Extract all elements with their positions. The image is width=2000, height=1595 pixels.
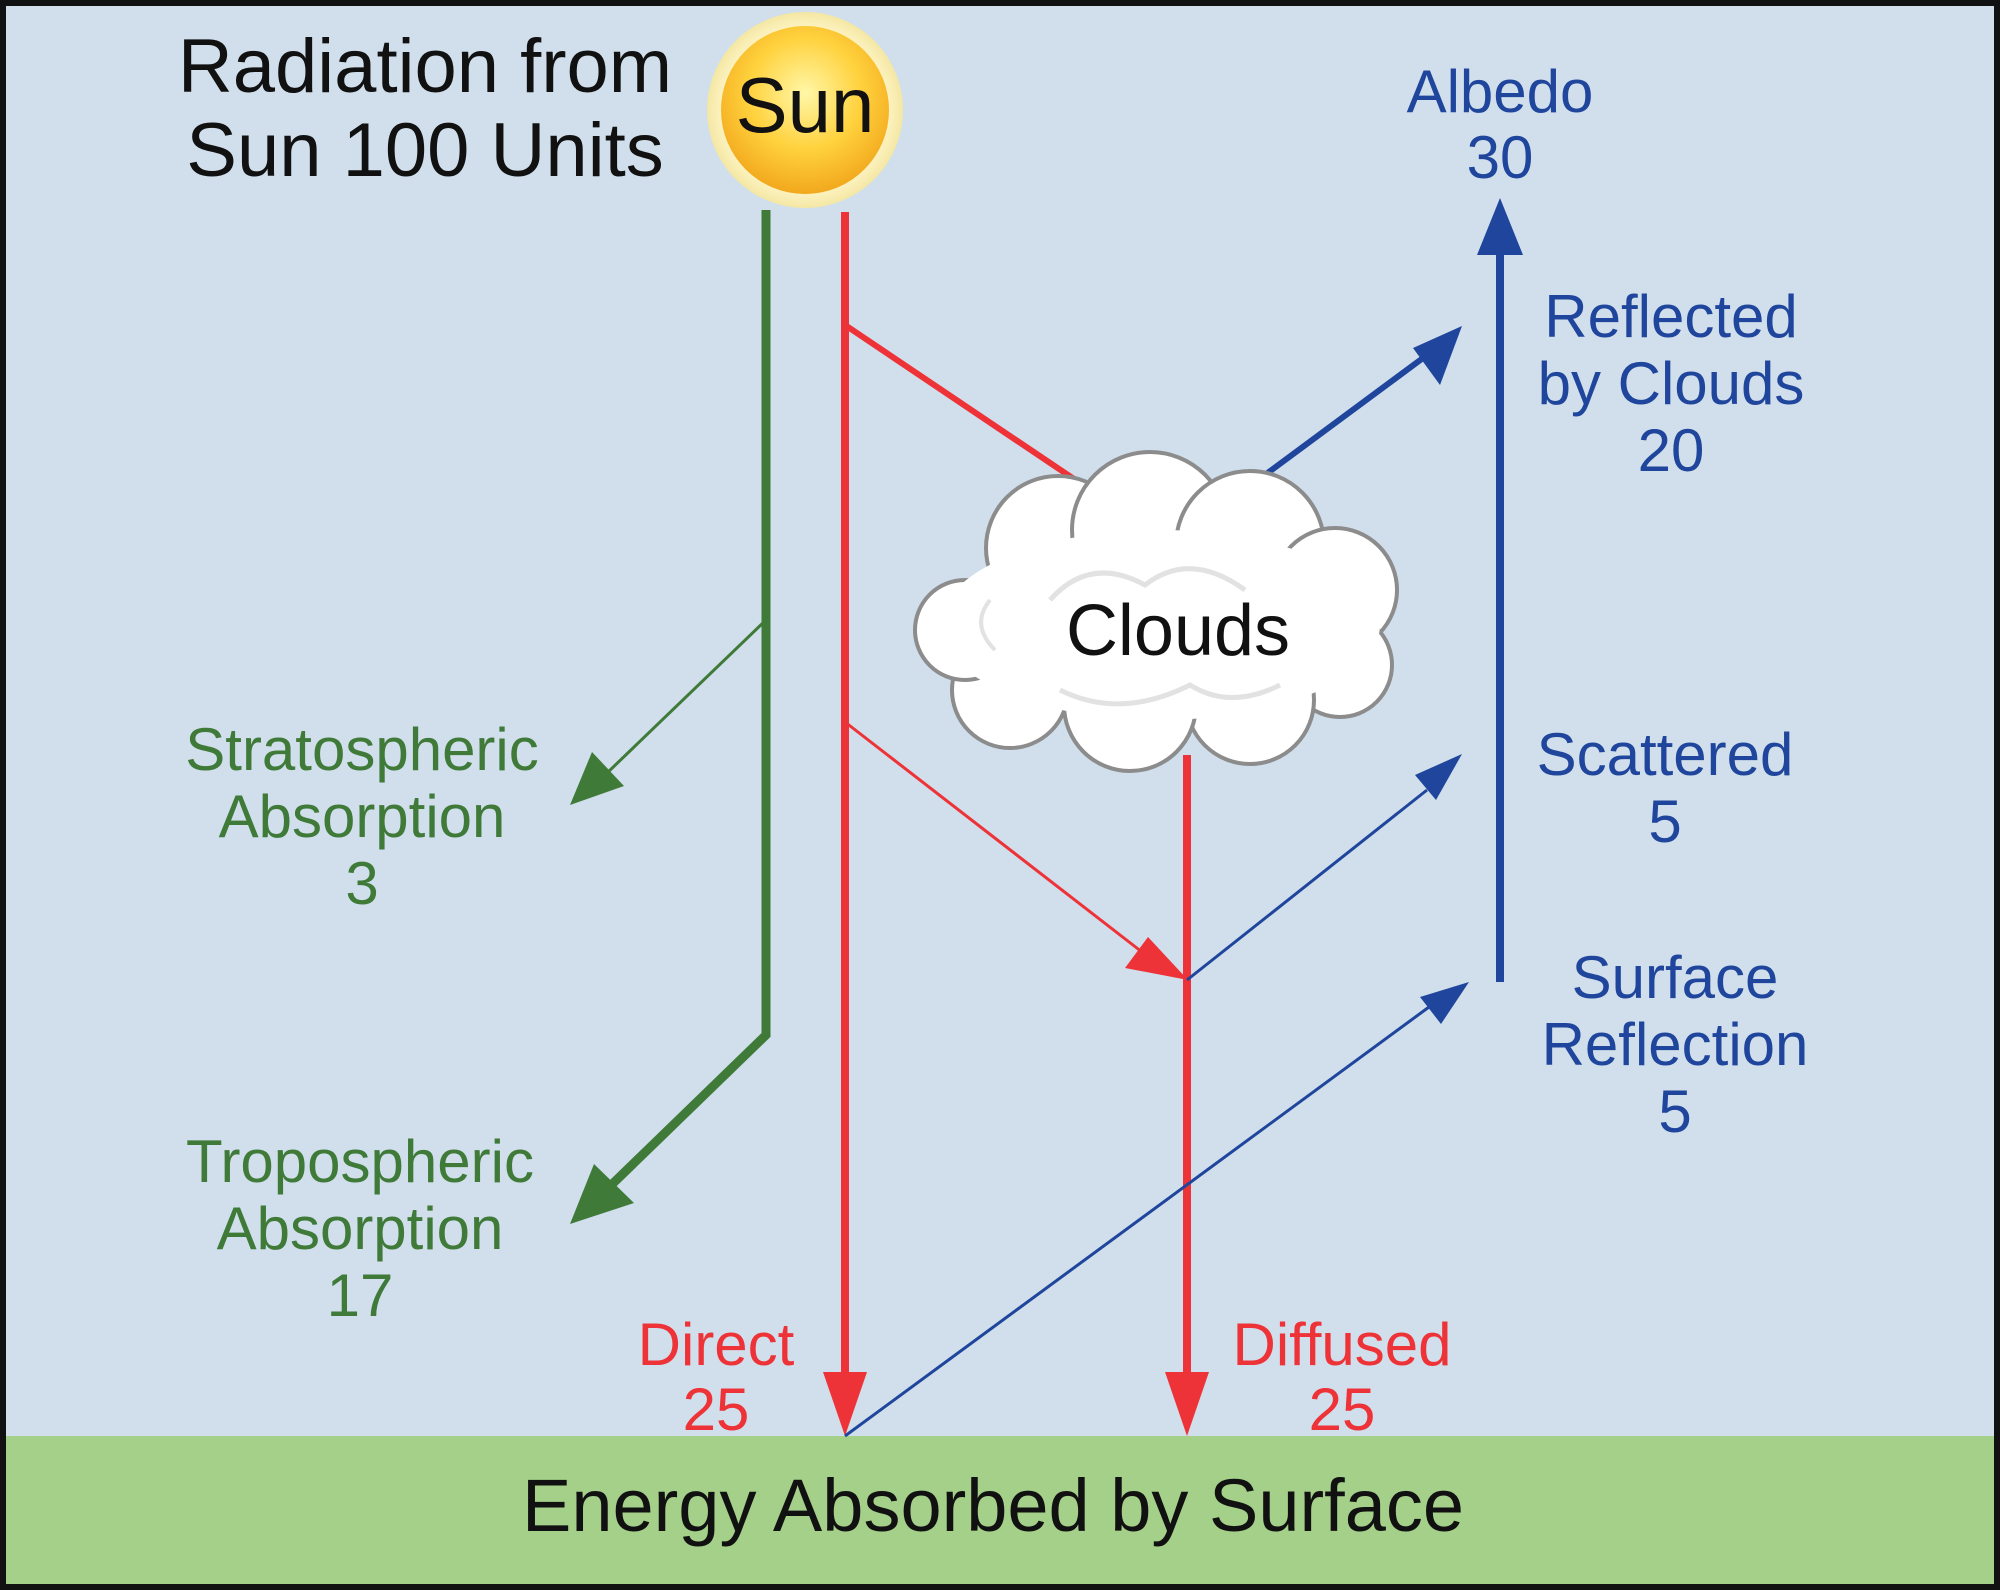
diffused-arrowhead bbox=[1165, 1372, 1209, 1436]
cloud-icon bbox=[913, 450, 1399, 773]
scattered-arrowhead bbox=[1415, 754, 1462, 800]
reflected-clouds-arrowhead bbox=[1413, 326, 1462, 385]
surface-band bbox=[0, 1436, 2000, 1590]
surface-label: Energy Absorbed by Surface bbox=[522, 1464, 1464, 1547]
clouds-label: Clouds bbox=[1066, 591, 1290, 671]
stratospheric-arrowhead bbox=[570, 752, 624, 805]
surface-reflection-arrowhead bbox=[1420, 982, 1469, 1024]
reflected-clouds-value: 20 bbox=[1638, 417, 1705, 484]
tropospheric-label-line-1: Tropospheric bbox=[186, 1128, 534, 1195]
reflected-clouds-label-line-2: by Clouds bbox=[1538, 350, 1805, 417]
stratospheric-label-line-1: Stratospheric bbox=[185, 716, 539, 783]
tropospheric-arrowhead bbox=[570, 1164, 634, 1224]
albedo-value: 30 bbox=[1467, 124, 1534, 191]
stratospheric-label-line-2: Absorption bbox=[219, 783, 506, 850]
stratospheric-value: 3 bbox=[345, 850, 378, 917]
title-line-1: Radiation from bbox=[178, 24, 672, 109]
surface-reflection-value: 5 bbox=[1658, 1078, 1691, 1145]
sun-label: Sun bbox=[736, 61, 875, 149]
scatter-arrowhead bbox=[1125, 937, 1188, 980]
reflected-clouds-label-line-1: Reflected bbox=[1544, 283, 1797, 350]
direct-label: Direct bbox=[638, 1311, 795, 1378]
scattered-value: 5 bbox=[1648, 788, 1681, 855]
albedo-label: Albedo bbox=[1407, 58, 1594, 125]
surface-reflection-label-line-2: Reflection bbox=[1542, 1011, 1809, 1078]
surface-reflection-label-line-1: Surface bbox=[1572, 944, 1779, 1011]
title-line-2: Sun 100 Units bbox=[186, 108, 663, 193]
diffused-value: 25 bbox=[1309, 1376, 1376, 1443]
tropospheric-value: 17 bbox=[327, 1262, 394, 1329]
reflected-flow bbox=[844, 198, 1523, 1438]
tropospheric-label-line-2: Absorption bbox=[217, 1195, 504, 1262]
sun-icon bbox=[707, 12, 903, 208]
albedo-arrowhead bbox=[1477, 198, 1523, 255]
scattered-label: Scattered bbox=[1537, 721, 1794, 788]
direct-value: 25 bbox=[683, 1376, 750, 1443]
direct-arrowhead bbox=[823, 1372, 867, 1436]
absorption-flow bbox=[570, 210, 771, 1224]
diffused-label: Diffused bbox=[1232, 1311, 1451, 1378]
